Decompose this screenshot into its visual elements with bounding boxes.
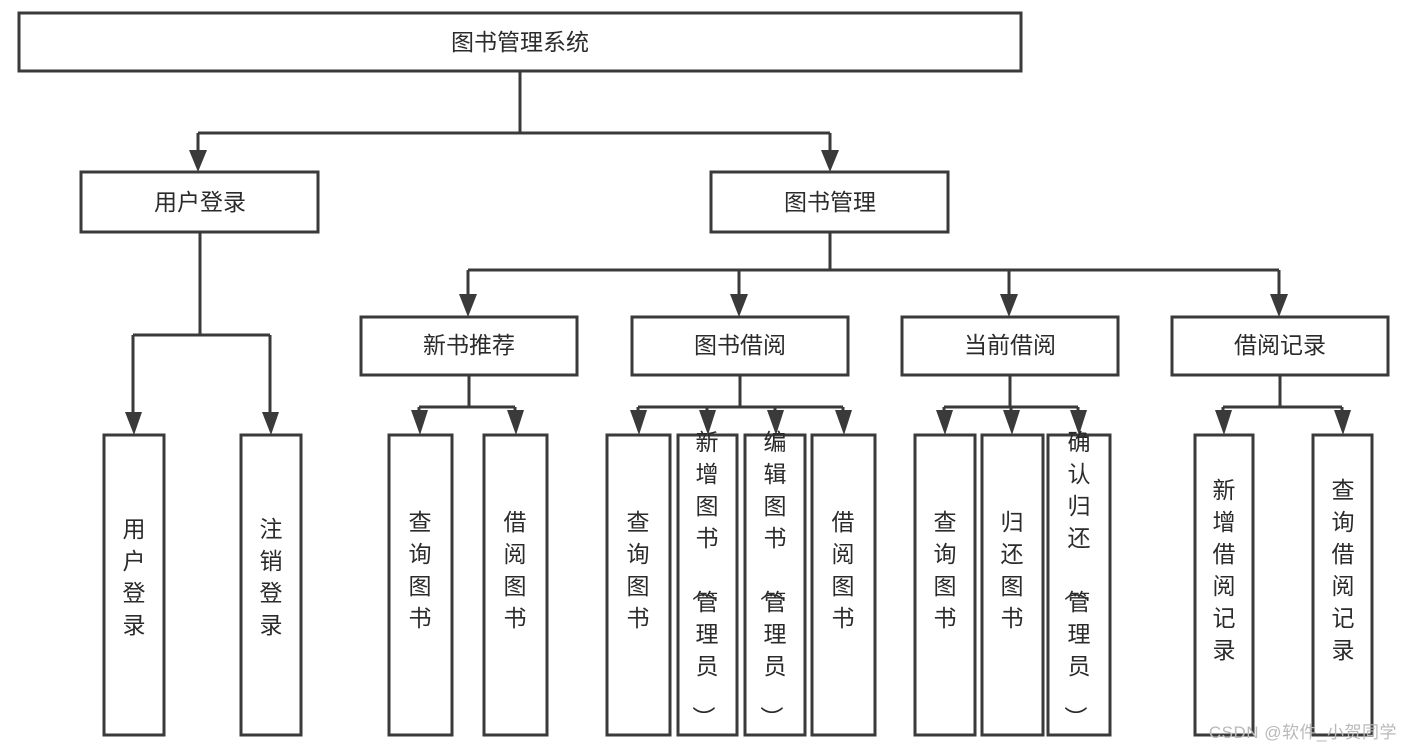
node-leaf-borrow-edit[interactable]: 编辑图书（管理员） <box>743 429 807 737</box>
arrow-borrow-record-to-search <box>1334 410 1351 435</box>
node-current-borrow[interactable]: 当前借阅 <box>900 315 1120 377</box>
arrow-root-to-user-login <box>189 150 207 172</box>
node-leaf-cur-query-label: 查询图书 <box>934 509 957 631</box>
node-book-borrow[interactable]: 图书借阅 <box>630 315 850 377</box>
node-leaf-rec-search-label: 查询借阅记录 <box>1332 477 1355 663</box>
node-new-book-rec-box[interactable] <box>359 315 579 377</box>
node-leaf-rec-query[interactable]: 查询图书 <box>387 433 454 737</box>
node-leaf-borrow-query[interactable]: 查询图书 <box>605 433 672 737</box>
node-leaf-user-login-label: 用户登录 <box>123 516 146 638</box>
node-current-borrow-label: 当前借阅 <box>964 332 1056 358</box>
node-leaf-cur-confirm-box[interactable] <box>1046 433 1112 737</box>
node-leaf-borrow-do-label: 借阅图书 <box>832 509 855 631</box>
node-user-login-label: 用户登录 <box>154 189 246 215</box>
node-new-book-rec[interactable]: 新书推荐 <box>359 315 579 377</box>
node-leaf-user-logout-box[interactable] <box>239 433 303 737</box>
arrow-borrow-record-to-add <box>1215 410 1232 435</box>
node-leaf-cur-return-label: 归还图书 <box>1001 509 1024 631</box>
arrow-book-manage-to-current-borrow <box>1000 294 1018 317</box>
node-leaf-user-logout-label: 注销登录 <box>260 516 283 638</box>
arrow-current-borrow-to-query <box>936 410 953 435</box>
node-leaf-borrow-do[interactable]: 借阅图书 <box>810 433 877 737</box>
node-leaf-cur-return-box[interactable] <box>980 433 1045 737</box>
node-leaf-cur-return[interactable]: 归还图书 <box>980 433 1045 737</box>
arrow-user-login-to-leaf-login <box>125 412 142 435</box>
node-book-borrow-label: 图书借阅 <box>694 332 786 358</box>
node-leaf-user-logout[interactable]: 注销登录 <box>239 433 303 737</box>
node-leaf-cur-query-box[interactable] <box>913 433 977 737</box>
arrow-book-manage-to-new-book-rec <box>459 294 477 317</box>
node-leaf-borrow-query-box[interactable] <box>605 433 672 737</box>
node-borrow-record-label: 借阅记录 <box>1234 332 1326 358</box>
arrow-new-book-rec-to-borrow <box>507 410 524 435</box>
arrow-current-borrow-to-return <box>1003 410 1020 435</box>
node-leaf-rec-borrow[interactable]: 借阅图书 <box>482 433 549 737</box>
node-leaf-borrow-add[interactable]: 新增图书（管理员） <box>676 429 739 737</box>
node-new-book-rec-label: 新书推荐 <box>423 332 515 358</box>
node-root-label: 图书管理系统 <box>451 29 589 55</box>
node-leaf-rec-query-box[interactable] <box>387 433 454 737</box>
node-leaf-borrow-add-label: 新增图书（管理员） <box>691 429 719 729</box>
node-leaf-borrow-edit-box[interactable] <box>743 433 807 737</box>
node-borrow-record[interactable]: 借阅记录 <box>1170 315 1390 377</box>
node-book-manage[interactable]: 图书管理 <box>709 170 950 234</box>
node-leaf-rec-add[interactable]: 新增借阅记录 <box>1193 433 1255 737</box>
node-leaf-rec-query-label: 查询图书 <box>409 509 432 631</box>
node-borrow-record-box[interactable] <box>1170 315 1390 377</box>
arrow-book-manage-to-borrow-record <box>1270 294 1288 317</box>
arrow-user-login-to-leaf-logout <box>262 412 279 435</box>
node-leaf-rec-add-box[interactable] <box>1193 433 1255 737</box>
arrow-new-book-rec-to-query <box>411 410 428 435</box>
arrow-book-manage-to-book-borrow <box>730 294 748 317</box>
arrow-book-borrow-to-query <box>630 410 647 435</box>
node-leaf-user-login[interactable]: 用户登录 <box>102 433 166 737</box>
node-leaf-rec-borrow-box[interactable] <box>482 433 549 737</box>
node-root[interactable]: 图书管理系统 <box>17 11 1023 73</box>
arrow-book-borrow-to-add <box>699 410 716 435</box>
connector-layer <box>125 71 1351 435</box>
node-book-borrow-box[interactable] <box>630 315 850 377</box>
node-leaf-cur-confirm-label: 确认归还（管理员） <box>1063 429 1091 729</box>
arrow-book-borrow-to-edit <box>767 410 784 435</box>
arrow-book-borrow-to-do <box>835 410 852 435</box>
node-leaf-cur-query[interactable]: 查询图书 <box>913 433 977 737</box>
node-user-login[interactable]: 用户登录 <box>79 170 320 234</box>
node-book-manage-label: 图书管理 <box>784 189 876 215</box>
csdn-watermark: CSDN @软件_小贺同学 <box>1208 723 1397 742</box>
node-leaf-borrow-do-box[interactable] <box>810 433 877 737</box>
node-leaf-borrow-edit-label: 编辑图书（管理员） <box>759 429 787 729</box>
node-user-login-box[interactable] <box>79 170 320 234</box>
node-leaf-rec-search[interactable]: 查询借阅记录 <box>1311 433 1374 737</box>
node-root-box[interactable] <box>17 11 1023 73</box>
node-leaf-cur-confirm[interactable]: 确认归还（管理员） <box>1046 429 1112 737</box>
arrow-root-to-book-manage <box>821 150 839 172</box>
arrow-current-borrow-to-confirm <box>1070 410 1087 435</box>
node-leaf-rec-borrow-label: 借阅图书 <box>504 509 527 631</box>
node-leaf-borrow-query-label: 查询图书 <box>627 509 650 631</box>
node-current-borrow-box[interactable] <box>900 315 1120 377</box>
node-leaf-rec-search-box[interactable] <box>1311 433 1374 737</box>
node-book-manage-box[interactable] <box>709 170 950 234</box>
node-leaf-rec-add-label: 新增借阅记录 <box>1213 477 1236 663</box>
node-leaf-borrow-add-box[interactable] <box>676 433 739 737</box>
node-leaf-user-login-box[interactable] <box>102 433 166 737</box>
node-layer: 图书管理系统 用户登录 图书管理 新书推荐 图书借阅 当前 <box>17 11 1390 737</box>
